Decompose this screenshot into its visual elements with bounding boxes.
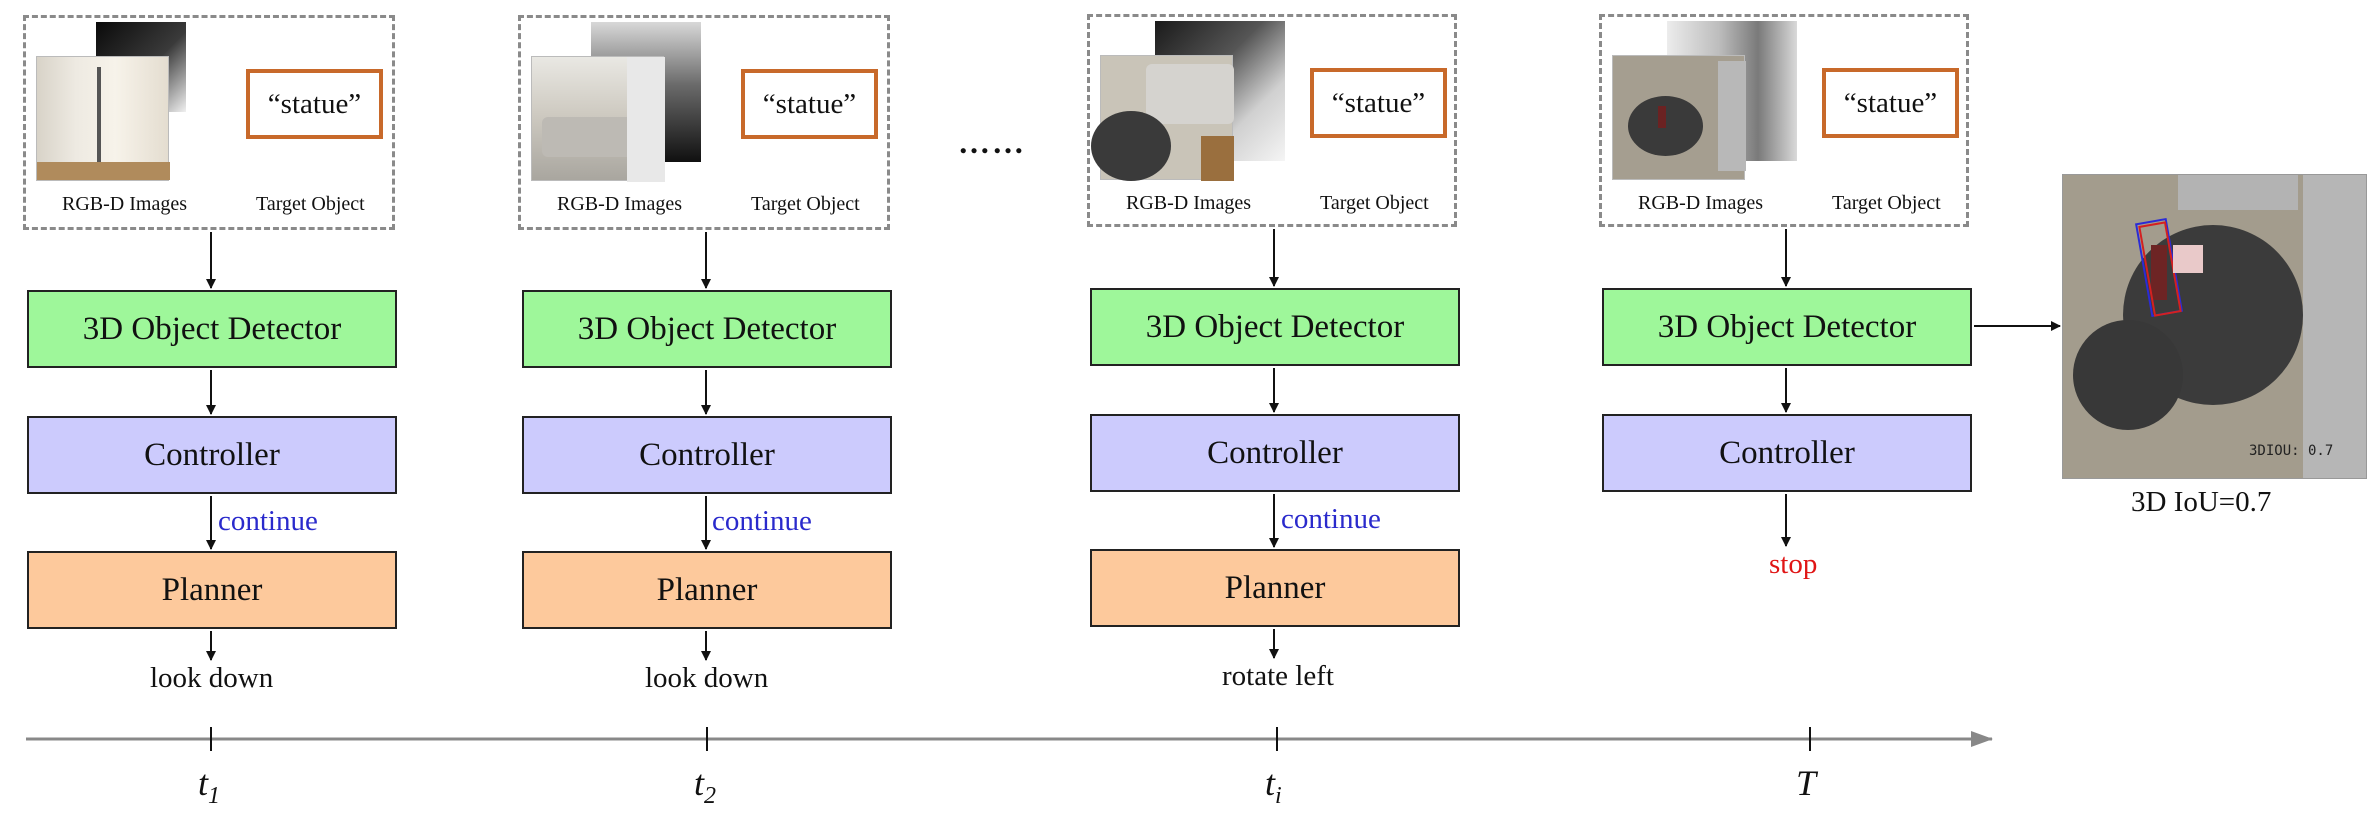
continue-label-step-i: continue [1281, 503, 1381, 535]
detector-box-step-i: 3D Object Detector [1090, 288, 1460, 366]
target-object-label: Target Object [1832, 192, 1941, 214]
rgbd-images-label: RGB-D Images [62, 193, 187, 215]
detector-box-step2: 3D Object Detector [522, 290, 892, 368]
target-object-box: “statue” [741, 69, 878, 139]
target-object-box: “statue” [1822, 68, 1959, 138]
target-object-box: “statue” [246, 69, 383, 139]
detection-result-image: 3DIOU: 0.7 [2062, 174, 2367, 479]
input-panel-step-i: “statue” RGB-D Images Target Object [1087, 14, 1457, 227]
statue [2151, 245, 2167, 300]
input-panel-step1: “statue” RGB-D Images Target Object [23, 15, 395, 230]
controller-box-step1: Controller [27, 416, 397, 494]
target-object-box: “statue” [1310, 68, 1447, 138]
stop-label: stop [1769, 548, 1818, 580]
continue-label-step1: continue [218, 505, 318, 537]
rgb-image [1612, 55, 1746, 180]
iou-caption: 3D IoU=0.7 [2131, 486, 2272, 518]
planner-box-step-i: Planner [1090, 549, 1460, 627]
time-label-t2: t2 [694, 763, 717, 810]
controller-box-step-i: Controller [1090, 414, 1460, 492]
rgb-image [531, 56, 665, 182]
rgbd-images-label: RGB-D Images [1638, 192, 1763, 214]
ellipsis: …… [958, 124, 1026, 160]
input-panel-step-T: “statue” RGB-D Images Target Object [1599, 14, 1969, 227]
continue-label-step2: continue [712, 505, 812, 537]
target-object-label: Target Object [751, 193, 860, 215]
time-label-t1: t1 [198, 763, 221, 810]
iou-overlay-text: 3DIOU: 0.7 [2249, 443, 2334, 459]
target-object-label: Target Object [1320, 192, 1429, 214]
action-label-step2: look down [645, 662, 769, 694]
time-label-ti: ti [1265, 763, 1282, 810]
rgbd-images-label: RGB-D Images [1126, 192, 1251, 214]
rgb-image [36, 56, 170, 181]
controller-box-step-T: Controller [1602, 414, 1972, 492]
detector-box-step1: 3D Object Detector [27, 290, 397, 368]
action-label-step-i: rotate left [1222, 660, 1334, 692]
planner-box-step1: Planner [27, 551, 397, 629]
rgb-image [1091, 55, 1234, 181]
planner-box-step2: Planner [522, 551, 892, 629]
detector-box-step-T: 3D Object Detector [1602, 288, 1972, 366]
action-label-step1: look down [150, 662, 274, 694]
rgbd-images-label: RGB-D Images [557, 193, 682, 215]
input-panel-step2: “statue” RGB-D Images Target Object [518, 15, 890, 230]
time-label-T: T [1796, 763, 1817, 803]
target-object-label: Target Object [256, 193, 365, 215]
sofa [2303, 175, 2366, 478]
controller-box-step2: Controller [522, 416, 892, 494]
